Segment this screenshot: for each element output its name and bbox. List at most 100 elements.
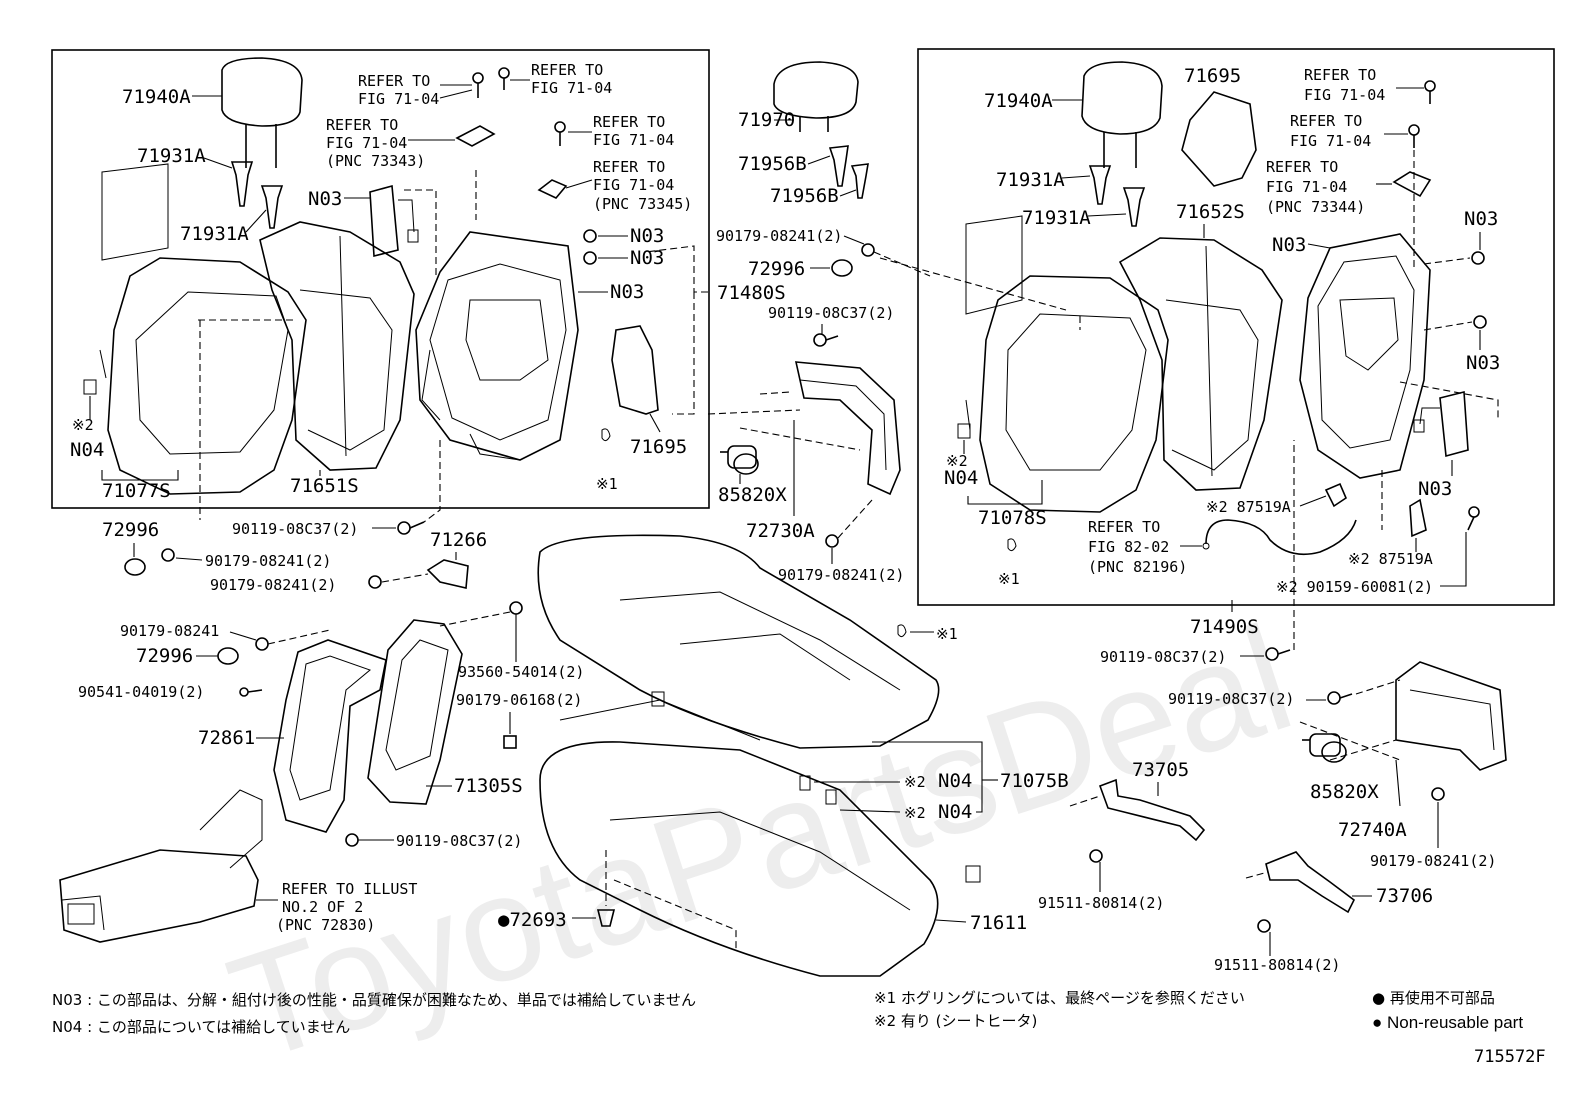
- refer-illust-3: (PNC 72830): [276, 916, 375, 934]
- label-90179-08241-d: 90179-08241(2): [210, 576, 336, 594]
- label-n03-r3: N03: [1466, 352, 1500, 374]
- bolt-90119-a: [813, 333, 839, 347]
- refer-g-2: FIG 71-04: [1290, 132, 1371, 150]
- seatback-pad-71651S[interactable]: [259, 221, 415, 471]
- seat-cushion-cover-71075B[interactable]: [537, 534, 940, 749]
- headrest-left[interactable]: [221, 57, 303, 168]
- watermark: ToyotaPartsDeal: [211, 593, 1310, 1093]
- seat-cushion-pad-71611[interactable]: [539, 699, 939, 977]
- bolt-90119-d: [1265, 647, 1291, 661]
- label-91511-80814-2: 91511-80814(2): [1214, 956, 1340, 974]
- label-90179-08241: 90179-08241: [120, 622, 219, 640]
- label-71266: 71266: [430, 529, 487, 551]
- label-72693: ●72693: [498, 909, 567, 931]
- bracket-87519A-a[interactable]: [1324, 482, 1347, 508]
- refer-i-1: REFER TO: [1088, 518, 1160, 536]
- refer-e-2: FIG 71-04: [593, 176, 674, 194]
- connector-b: [799, 775, 811, 791]
- headrest-right[interactable]: [1081, 61, 1163, 168]
- seatback-cover-71077S[interactable]: [83, 163, 307, 495]
- heater-module-n03[interactable]: [369, 184, 419, 258]
- label-71940A: 71940A: [122, 86, 191, 108]
- heater-module-n03-right[interactable]: [1413, 390, 1469, 458]
- label-n03-r2: N03: [1464, 208, 1498, 230]
- label-71931A-2: 71931A: [180, 223, 249, 245]
- label-90159-60081: ※2 90159-60081(2): [1276, 578, 1433, 596]
- label-71611: 71611: [970, 912, 1027, 934]
- bracket-73706[interactable]: [1265, 851, 1356, 914]
- legend-jp: ● 再使用不可部品: [1372, 989, 1495, 1007]
- hinge-frame-72730A[interactable]: [794, 361, 901, 496]
- refer-b-2: FIG 71-04: [531, 79, 612, 97]
- label-mark2-left: ※2: [72, 416, 94, 434]
- harness-71490S[interactable]: [1202, 519, 1357, 556]
- screw-90541: [239, 687, 263, 697]
- hinge-frame-72740A[interactable]: [1395, 661, 1507, 771]
- seatback-frame-rh[interactable]: [1299, 233, 1431, 479]
- label-n04-right: N04: [944, 467, 978, 489]
- screw-91511-a: [1089, 849, 1103, 863]
- nut-90179-right: [1431, 787, 1445, 801]
- nut-90179-top: [861, 243, 875, 257]
- refer-a-1: REFER TO: [358, 72, 430, 90]
- seatback-pad-71652S[interactable]: [1118, 237, 1283, 491]
- label-72996-center: 72996: [748, 258, 805, 280]
- clip-n03-b: [583, 251, 597, 265]
- note-n04: N04 : この部品については補給していません: [52, 1018, 350, 1036]
- seatback-frame-lh[interactable]: [415, 231, 579, 461]
- bolt-90159: [1467, 506, 1480, 531]
- refer-d-1: REFER TO: [593, 113, 665, 131]
- label-90179-08241-a: 90179-08241(2): [716, 227, 842, 245]
- label-n04-c2: N04: [938, 801, 972, 823]
- refer-illust-1: REFER TO ILLUST: [282, 880, 417, 898]
- support-71956B[interactable]: [828, 145, 869, 199]
- connector-d: [965, 865, 981, 883]
- armrest-frame-72861[interactable]: [273, 639, 387, 833]
- label-90541-04019: 90541-04019(2): [78, 683, 204, 701]
- label-85820X-right: 85820X: [1310, 781, 1379, 803]
- headrest-center-71970[interactable]: [773, 61, 859, 132]
- label-71480S: 71480S: [717, 282, 786, 304]
- seatback-cover-71078S[interactable]: [957, 215, 1169, 513]
- actuator-85820X[interactable]: [720, 445, 759, 475]
- legend-en: ● Non-reusable part: [1372, 1013, 1523, 1032]
- label-90119-08C37-d: 90119-08C37(2): [1100, 648, 1226, 666]
- support-right[interactable]: [1088, 165, 1146, 227]
- nut-90179-a: [161, 548, 175, 562]
- label-71970: 71970: [738, 109, 795, 131]
- label-71077S: 71077S: [102, 480, 171, 502]
- label-71931A-r2: 71931A: [1022, 207, 1091, 229]
- clip-n03-r2: [1473, 315, 1487, 329]
- note-n03: N03 : この部品は、分解・組付け後の性能・品質確保が困難なため、単品では補給…: [52, 991, 696, 1009]
- label-71931A-1: 71931A: [137, 145, 206, 167]
- cap-72996-a: [124, 558, 146, 576]
- nut-90179-mid: [825, 534, 839, 548]
- label-n03-2: N03: [630, 225, 664, 247]
- label-90179-08241-c: 90179-08241(2): [205, 552, 331, 570]
- actuator-85820X-right[interactable]: [1302, 733, 1347, 763]
- refer-c-1: REFER TO: [326, 116, 398, 134]
- label-71956B-2: 71956B: [770, 185, 839, 207]
- left-assembly-frame: [51, 49, 710, 509]
- note-mark1: ※1 ホグリングについては、最終ページを参照ください: [874, 989, 1245, 1007]
- armrest-pad-71305S[interactable]: [367, 619, 463, 805]
- bracket-87519A-b[interactable]: [1409, 498, 1427, 538]
- refer-b-1: REFER TO: [531, 61, 603, 79]
- label-71940A-right: 71940A: [984, 90, 1053, 112]
- headrest-support[interactable]: [230, 161, 284, 229]
- bolt-icon-group-top: [455, 67, 568, 199]
- label-72740A: 72740A: [1338, 819, 1407, 841]
- label-71075B: 71075B: [1000, 770, 1069, 792]
- bracket-71266[interactable]: [426, 559, 469, 589]
- hog-ring-right: [1007, 538, 1017, 552]
- label-85820X-left: 85820X: [718, 484, 787, 506]
- cover-71695-left[interactable]: [611, 325, 659, 415]
- cover-71695-right[interactable]: [1181, 91, 1257, 187]
- armrest-assembly[interactable]: [59, 789, 263, 943]
- label-71652S: 71652S: [1176, 201, 1245, 223]
- bolt-icon-group-right: [1392, 80, 1436, 198]
- label-71078S: 71078S: [978, 507, 1047, 529]
- refer-h-3: (PNC 73344): [1266, 198, 1365, 216]
- label-72996-left-2: 72996: [136, 645, 193, 667]
- bracket-73705[interactable]: [1098, 778, 1206, 842]
